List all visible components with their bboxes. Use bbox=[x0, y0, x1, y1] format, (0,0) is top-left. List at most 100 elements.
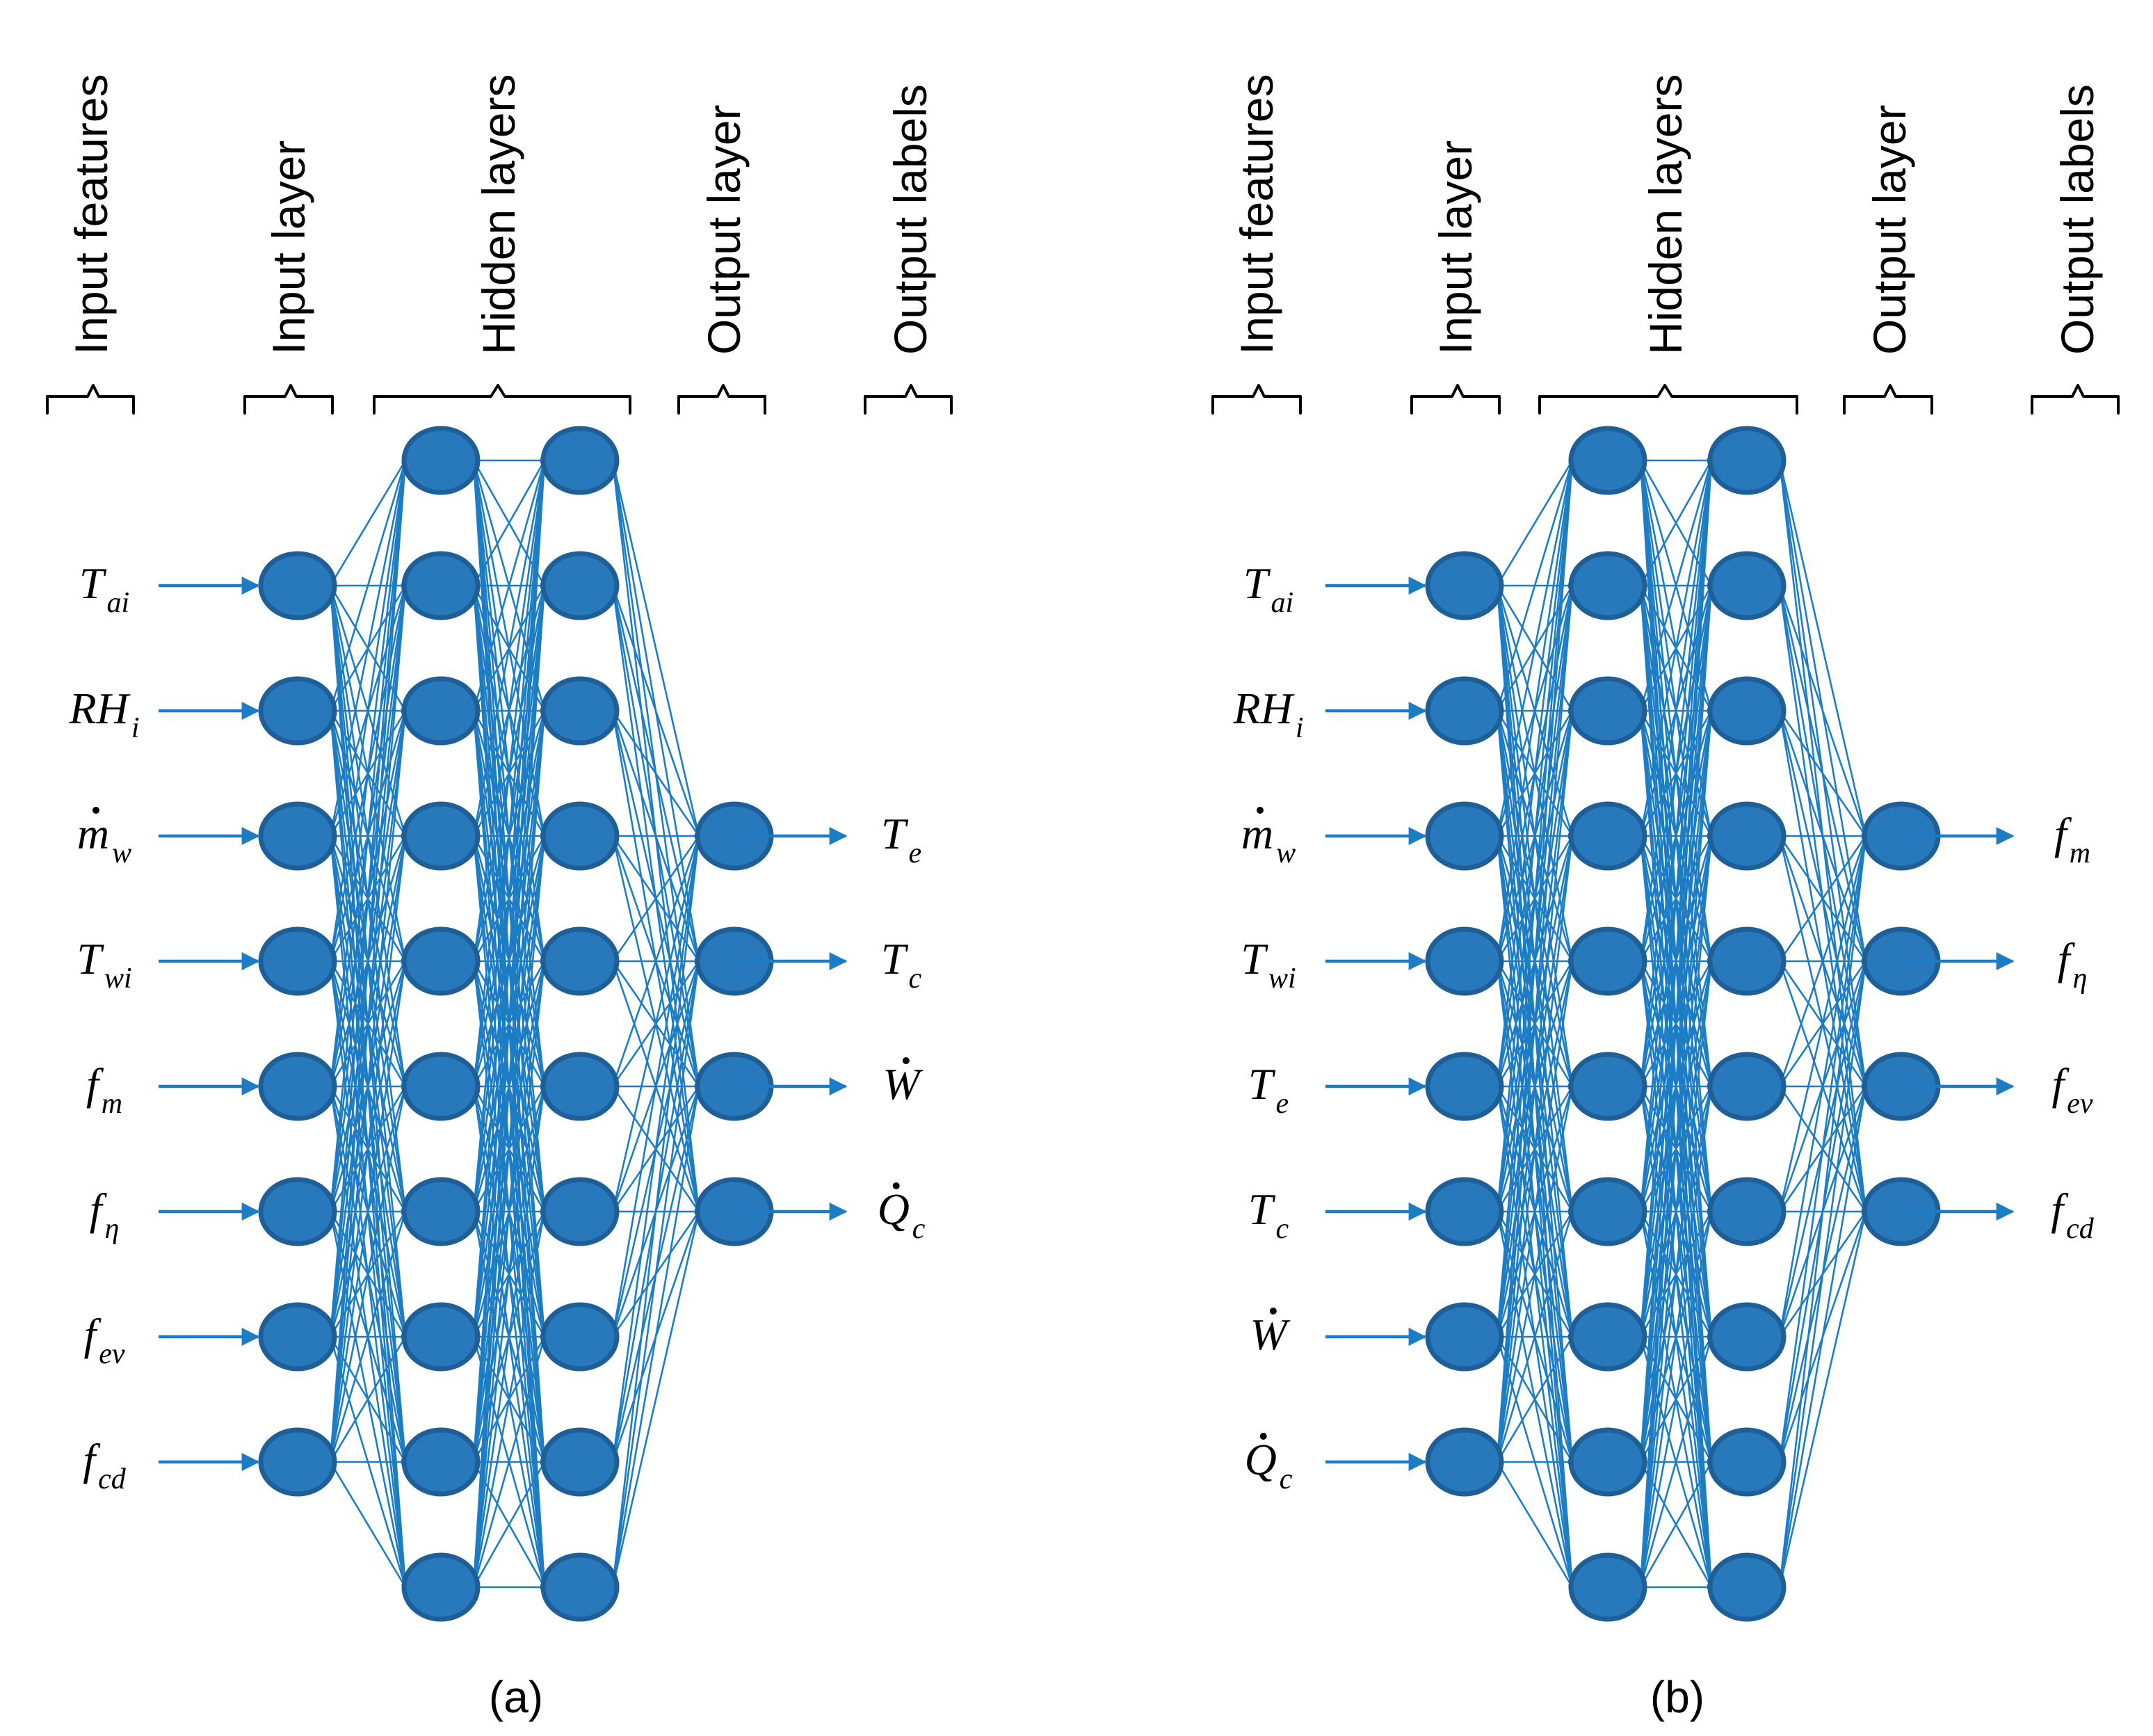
header-group: Input features Input layer Hidden layers… bbox=[1231, 74, 2103, 355]
connection-line bbox=[1778, 961, 1868, 1588]
connection-line bbox=[472, 460, 547, 1087]
connection-line bbox=[472, 460, 547, 1463]
symbol: T bbox=[1243, 558, 1271, 608]
panel-caption: (a) bbox=[489, 1672, 543, 1722]
connection-line bbox=[1778, 835, 1868, 1588]
input-node bbox=[258, 1052, 337, 1121]
input-node bbox=[1425, 1302, 1504, 1372]
input-node bbox=[1425, 1427, 1504, 1497]
hidden-node-layer-1 bbox=[1568, 1052, 1647, 1121]
subscript: wi bbox=[104, 963, 132, 995]
connection-line bbox=[472, 460, 547, 1337]
connection-line bbox=[1639, 585, 1714, 1588]
dot-accent bbox=[1256, 807, 1264, 814]
header-input-layer: Input layer bbox=[263, 140, 314, 355]
connection-line bbox=[1639, 460, 1713, 712]
hidden-node-layer-1 bbox=[401, 1552, 481, 1622]
header-group: Input features Input layer Hidden layers… bbox=[65, 74, 936, 355]
brace-input-features bbox=[1211, 384, 1302, 415]
subscript: w bbox=[112, 837, 131, 869]
input-feature-label: W bbox=[1250, 1308, 1291, 1359]
io-arrows bbox=[159, 577, 848, 1471]
connection-line bbox=[1496, 460, 1574, 837]
connection-line bbox=[1639, 460, 1714, 1463]
connection-line bbox=[472, 1086, 547, 1588]
hidden-node-layer-1 bbox=[401, 676, 481, 746]
connection-line bbox=[1496, 460, 1574, 586]
connection-line bbox=[1496, 460, 1574, 962]
symbol: Q bbox=[878, 1184, 910, 1234]
brace-output-labels bbox=[2031, 384, 2120, 415]
connection-line bbox=[472, 460, 547, 837]
connection-line bbox=[1778, 585, 1867, 837]
symbol: T bbox=[76, 934, 104, 983]
connection-line bbox=[329, 460, 407, 586]
header-input-features: Input features bbox=[1231, 74, 1282, 355]
input-feature-label-text: RHi bbox=[1233, 684, 1304, 744]
input-node bbox=[258, 551, 337, 620]
hidden-node-layer-2 bbox=[1707, 1302, 1787, 1372]
connection-line bbox=[1639, 1336, 1713, 1588]
connection-line bbox=[329, 460, 408, 1087]
input-feature-label: fη bbox=[90, 1184, 120, 1245]
header-input-layer: Input layer bbox=[1430, 140, 1481, 355]
connection-line bbox=[1639, 1086, 1713, 1588]
braces bbox=[1211, 384, 2120, 415]
input-node bbox=[258, 801, 337, 871]
subscript: cd bbox=[98, 1463, 127, 1495]
subscript: c bbox=[1280, 1463, 1293, 1495]
connection-line bbox=[1496, 460, 1574, 712]
connection-line bbox=[329, 835, 408, 1463]
subscript: η bbox=[104, 1213, 119, 1245]
output-label: fη bbox=[2058, 934, 2088, 995]
output-label: fcd bbox=[2051, 1184, 2094, 1245]
subscript: ai bbox=[1271, 587, 1293, 619]
hidden-node-layer-2 bbox=[540, 1427, 620, 1497]
input-feature-label-text: mw bbox=[77, 809, 131, 869]
input-feature-label: fev bbox=[83, 1310, 124, 1370]
input-feature-label: Twi bbox=[1241, 934, 1296, 995]
input-feature-label: RHi bbox=[1233, 684, 1304, 744]
header-output-layer: Output layer bbox=[1864, 104, 1915, 355]
input-feature-label-text: Tc bbox=[1248, 1184, 1289, 1245]
network-nodes bbox=[258, 426, 774, 1622]
output-label-text: W bbox=[882, 1059, 924, 1109]
brace-output-layer bbox=[1843, 384, 1933, 415]
symbol: T bbox=[881, 934, 909, 983]
connection-line bbox=[611, 835, 701, 1588]
connection-line bbox=[611, 961, 701, 1588]
hidden-node-layer-2 bbox=[540, 1052, 620, 1121]
input-feature-label: Tai bbox=[1243, 558, 1293, 619]
hidden-node-layer-2 bbox=[1707, 551, 1787, 620]
symbol: T bbox=[881, 809, 909, 858]
header-hidden-layers: Hidden layers bbox=[1640, 74, 1691, 355]
header-output-layer: Output layer bbox=[698, 104, 750, 355]
connection-line bbox=[1778, 710, 1867, 837]
connection-line bbox=[472, 1336, 546, 1588]
connection-line bbox=[1639, 1461, 1713, 1588]
connection-line bbox=[1639, 460, 1713, 1087]
connection-line bbox=[329, 585, 408, 1463]
subscript: m bbox=[102, 1088, 122, 1120]
input-node bbox=[258, 1177, 337, 1246]
connection-line bbox=[329, 460, 408, 837]
hidden-node-layer-1 bbox=[1568, 676, 1647, 746]
output-label-text: fcd bbox=[2051, 1184, 2094, 1245]
connection-line bbox=[1496, 1086, 1574, 1463]
connection-line bbox=[472, 460, 547, 962]
input-node bbox=[1425, 926, 1504, 996]
connection-line bbox=[611, 460, 701, 837]
subscript: ev bbox=[2067, 1088, 2093, 1120]
hidden-node-layer-1 bbox=[401, 426, 481, 495]
hidden-node-layer-1 bbox=[1568, 926, 1647, 996]
subscript: ai bbox=[106, 587, 129, 619]
connection-line bbox=[1639, 961, 1713, 1588]
hidden-node-layer-2 bbox=[1707, 426, 1787, 495]
input-feature-label: Te bbox=[1248, 1059, 1289, 1120]
connection-line bbox=[1778, 835, 1868, 1337]
connection-line bbox=[1496, 585, 1574, 1463]
header-output-labels: Output labels bbox=[2051, 84, 2103, 355]
input-feature-label: RHi bbox=[69, 684, 140, 744]
connection-line bbox=[1496, 460, 1574, 1337]
